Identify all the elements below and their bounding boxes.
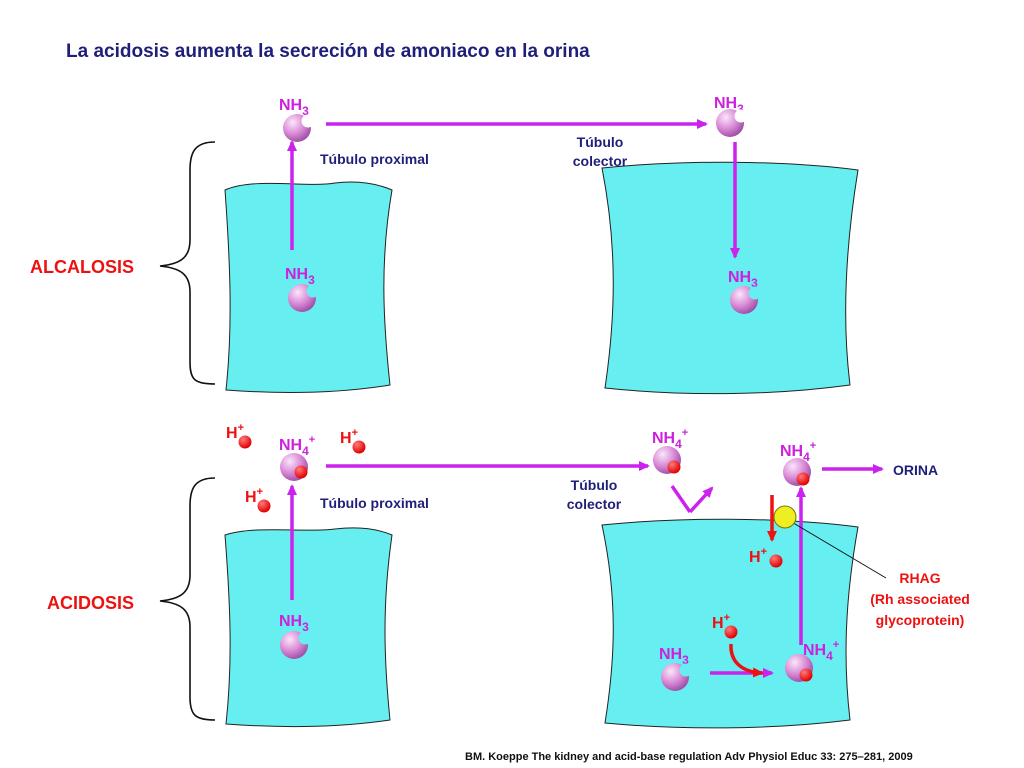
- arrow-nh4-dissociation: [670, 486, 712, 514]
- label-tubulo-proximal: Túbulo proximal: [320, 151, 429, 167]
- svg-text:NH3: NH3: [659, 646, 689, 667]
- molecule-nh3: NH3: [659, 646, 693, 691]
- svg-text:NH4+: NH4+: [652, 427, 688, 451]
- label-rhag: RHAG: [899, 570, 940, 586]
- rhag-transporter-icon: [773, 505, 797, 529]
- label-alcalosis: ALCALOSIS: [30, 257, 134, 277]
- svg-text:H+: H+: [245, 486, 263, 506]
- svg-text:H+: H+: [749, 546, 767, 566]
- brace-acidosis: [159, 477, 216, 721]
- citation: BM. Koeppe The kidney and acid-base regu…: [465, 751, 913, 763]
- svg-text:H+: H+: [226, 422, 244, 442]
- svg-text:NH4+: NH4+: [803, 639, 839, 663]
- svg-text:H+: H+: [340, 427, 358, 447]
- svg-text:NH3: NH3: [279, 613, 309, 634]
- molecule-nh4: NH4+: [279, 434, 315, 481]
- label-tubulo: Túbulo: [577, 134, 624, 150]
- proton-h: H+: [340, 427, 366, 454]
- svg-text:NH3: NH3: [714, 95, 744, 116]
- svg-text:NH3: NH3: [279, 97, 309, 118]
- proton-h: H+: [749, 546, 783, 568]
- molecule-nh4: NH4+: [780, 440, 816, 486]
- proton-h: H+: [712, 612, 738, 639]
- molecule-nh4: NH4+: [652, 427, 688, 474]
- svg-text:H+: H+: [712, 612, 730, 632]
- label-colector: colector: [573, 153, 628, 169]
- svg-text:NH4+: NH4+: [279, 434, 315, 458]
- molecule-nh3: NH3: [285, 266, 320, 312]
- label-acidosis: ACIDOSIS: [47, 593, 134, 613]
- proton-h: H+: [245, 486, 271, 513]
- molecule-nh3: NH3: [279, 613, 312, 659]
- molecule-nh3: NH3: [714, 95, 748, 137]
- rhag-pointer-line: [789, 520, 887, 579]
- molecule-nh3: NH3: [279, 97, 315, 142]
- proton-h: H+: [226, 422, 252, 449]
- label-rhag-line3: glycoprotein): [876, 612, 965, 628]
- brace-alcalosis: [159, 141, 216, 385]
- label-colector: colector: [567, 496, 622, 512]
- svg-text:NH3: NH3: [285, 266, 315, 287]
- cell-collector-acidosis: [601, 518, 859, 729]
- label-rhag-line2: (Rh associated: [870, 591, 970, 607]
- svg-text:NH3: NH3: [728, 269, 758, 290]
- label-orina: ORINA: [893, 462, 938, 478]
- label-tubulo-proximal: Túbulo proximal: [320, 495, 429, 511]
- molecule-nh3: NH3: [728, 269, 762, 314]
- arrow-h-binding: [729, 643, 764, 678]
- page-title: La acidosis aumenta la secreción de amon…: [66, 41, 590, 62]
- molecule-nh4: NH4+: [785, 639, 839, 682]
- label-tubulo: Túbulo: [571, 477, 618, 493]
- cell-proximal-acidosis: [224, 527, 393, 728]
- svg-text:NH4+: NH4+: [780, 440, 816, 464]
- cell-collector-alcalosis: [601, 161, 859, 395]
